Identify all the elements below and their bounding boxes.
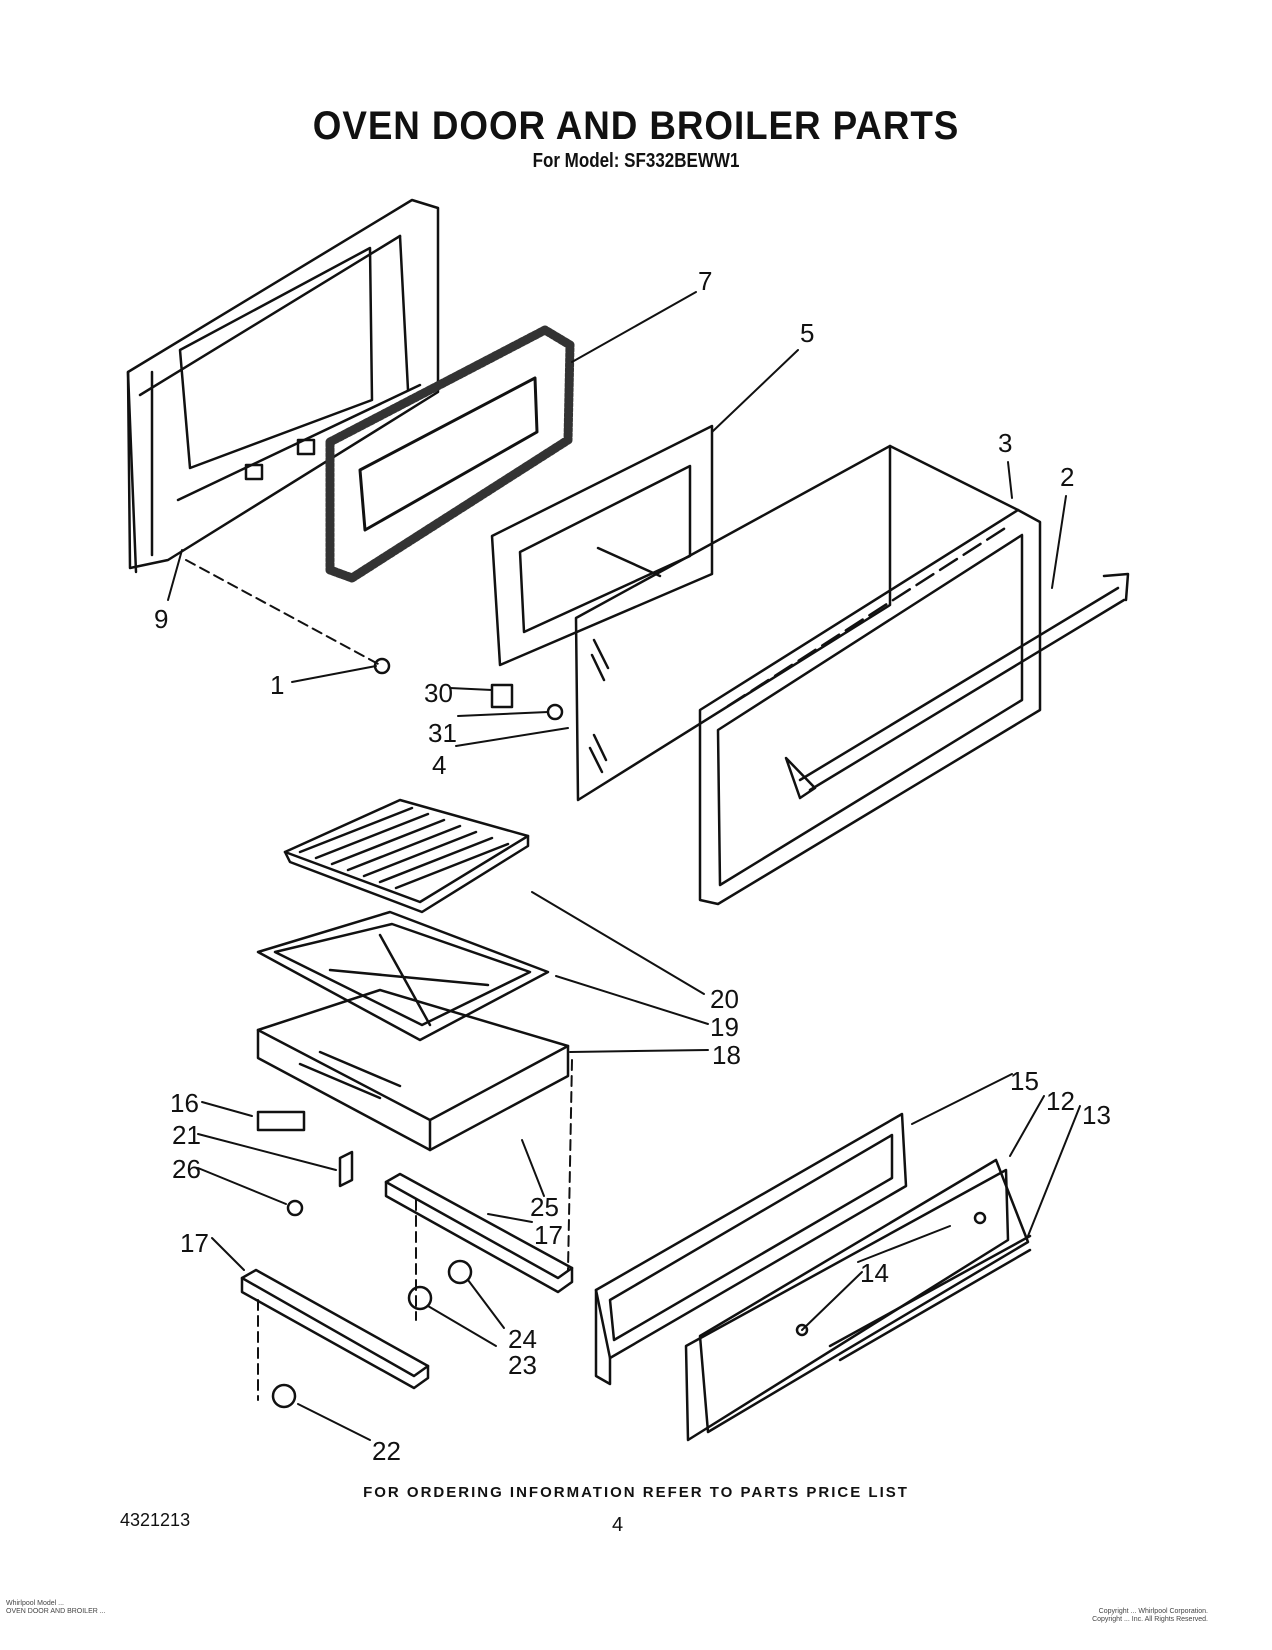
- callout-7: 7: [698, 266, 712, 296]
- outer-door: [698, 444, 1042, 906]
- callout-17-left: 17: [180, 1228, 209, 1258]
- oven-door-inner-panel: [126, 198, 440, 574]
- fineprint-right-line-2: Copyright ... Inc. All Rights Reserved.: [1092, 1616, 1208, 1623]
- callout-26: 26: [172, 1154, 201, 1184]
- callout-16: 16: [170, 1088, 199, 1118]
- callout-2: 2: [1060, 462, 1074, 492]
- callout-18: 18: [712, 1040, 741, 1070]
- callout-21: 21: [172, 1120, 201, 1150]
- fineprint-right: Copyright ... Whirlpool Corporation. Cop…: [1092, 1608, 1208, 1624]
- model-subtitle: For Model: SF332BEWW1: [532, 150, 740, 172]
- document-number: 4321213: [120, 1510, 191, 1530]
- callout-5: 5: [800, 318, 814, 348]
- callout-15: 15: [1010, 1066, 1039, 1096]
- callout-labels: 7 5 3 2 9 1 30 31 4 20 19 18 16 21 26 25…: [154, 266, 1111, 1466]
- callout-19: 19: [710, 1012, 739, 1042]
- leader-lines: [167, 291, 1081, 1441]
- door-handle: [784, 572, 1130, 800]
- broiler-small-parts: [256, 1110, 354, 1217]
- drawer-front: [684, 1158, 1032, 1442]
- door-gasket: [325, 325, 575, 583]
- ordering-note: FOR ORDERING INFORMATION REFER TO PARTS …: [363, 1484, 909, 1501]
- broiler-rail-left: [240, 1268, 430, 1390]
- callout-25: 25: [530, 1192, 559, 1222]
- callout-24: 24: [508, 1324, 537, 1354]
- page-title: OVEN DOOR AND BROILER PARTS: [312, 104, 960, 148]
- callout-17-right: 17: [534, 1220, 563, 1250]
- broiler-rollers: [271, 1259, 473, 1409]
- callout-3: 3: [998, 428, 1012, 458]
- callout-13: 13: [1082, 1100, 1111, 1130]
- callout-12: 12: [1046, 1086, 1075, 1116]
- callout-4: 4: [432, 750, 446, 780]
- broiler-pan: [256, 988, 570, 1152]
- callout-22: 22: [372, 1436, 401, 1466]
- callout-23: 23: [508, 1350, 537, 1380]
- callout-9: 9: [154, 604, 168, 634]
- callout-14: 14: [860, 1258, 889, 1288]
- callout-31: 31: [428, 718, 457, 748]
- fineprint-left-line-1: Whirlpool Model ...: [6, 1600, 64, 1607]
- broiler-rail-right: [384, 1172, 574, 1294]
- broiler-grid: [283, 798, 530, 914]
- fineprint-left-line-2: OVEN DOOR AND BROILER ...: [6, 1608, 106, 1615]
- page-number: 4: [612, 1514, 624, 1536]
- window-pack: [490, 424, 714, 667]
- broiler-pan-liner: [256, 910, 550, 1042]
- fineprint-left: Whirlpool Model ... OVEN DOOR AND BROILE…: [6, 1600, 106, 1616]
- callout-1: 1: [270, 670, 284, 700]
- drawer-back-panel: [594, 1112, 908, 1386]
- fineprint-right-line-1: Copyright ... Whirlpool Corporation.: [1098, 1608, 1208, 1615]
- door-glass: [574, 444, 892, 802]
- callout-30: 30: [424, 678, 453, 708]
- callout-20: 20: [710, 984, 739, 1014]
